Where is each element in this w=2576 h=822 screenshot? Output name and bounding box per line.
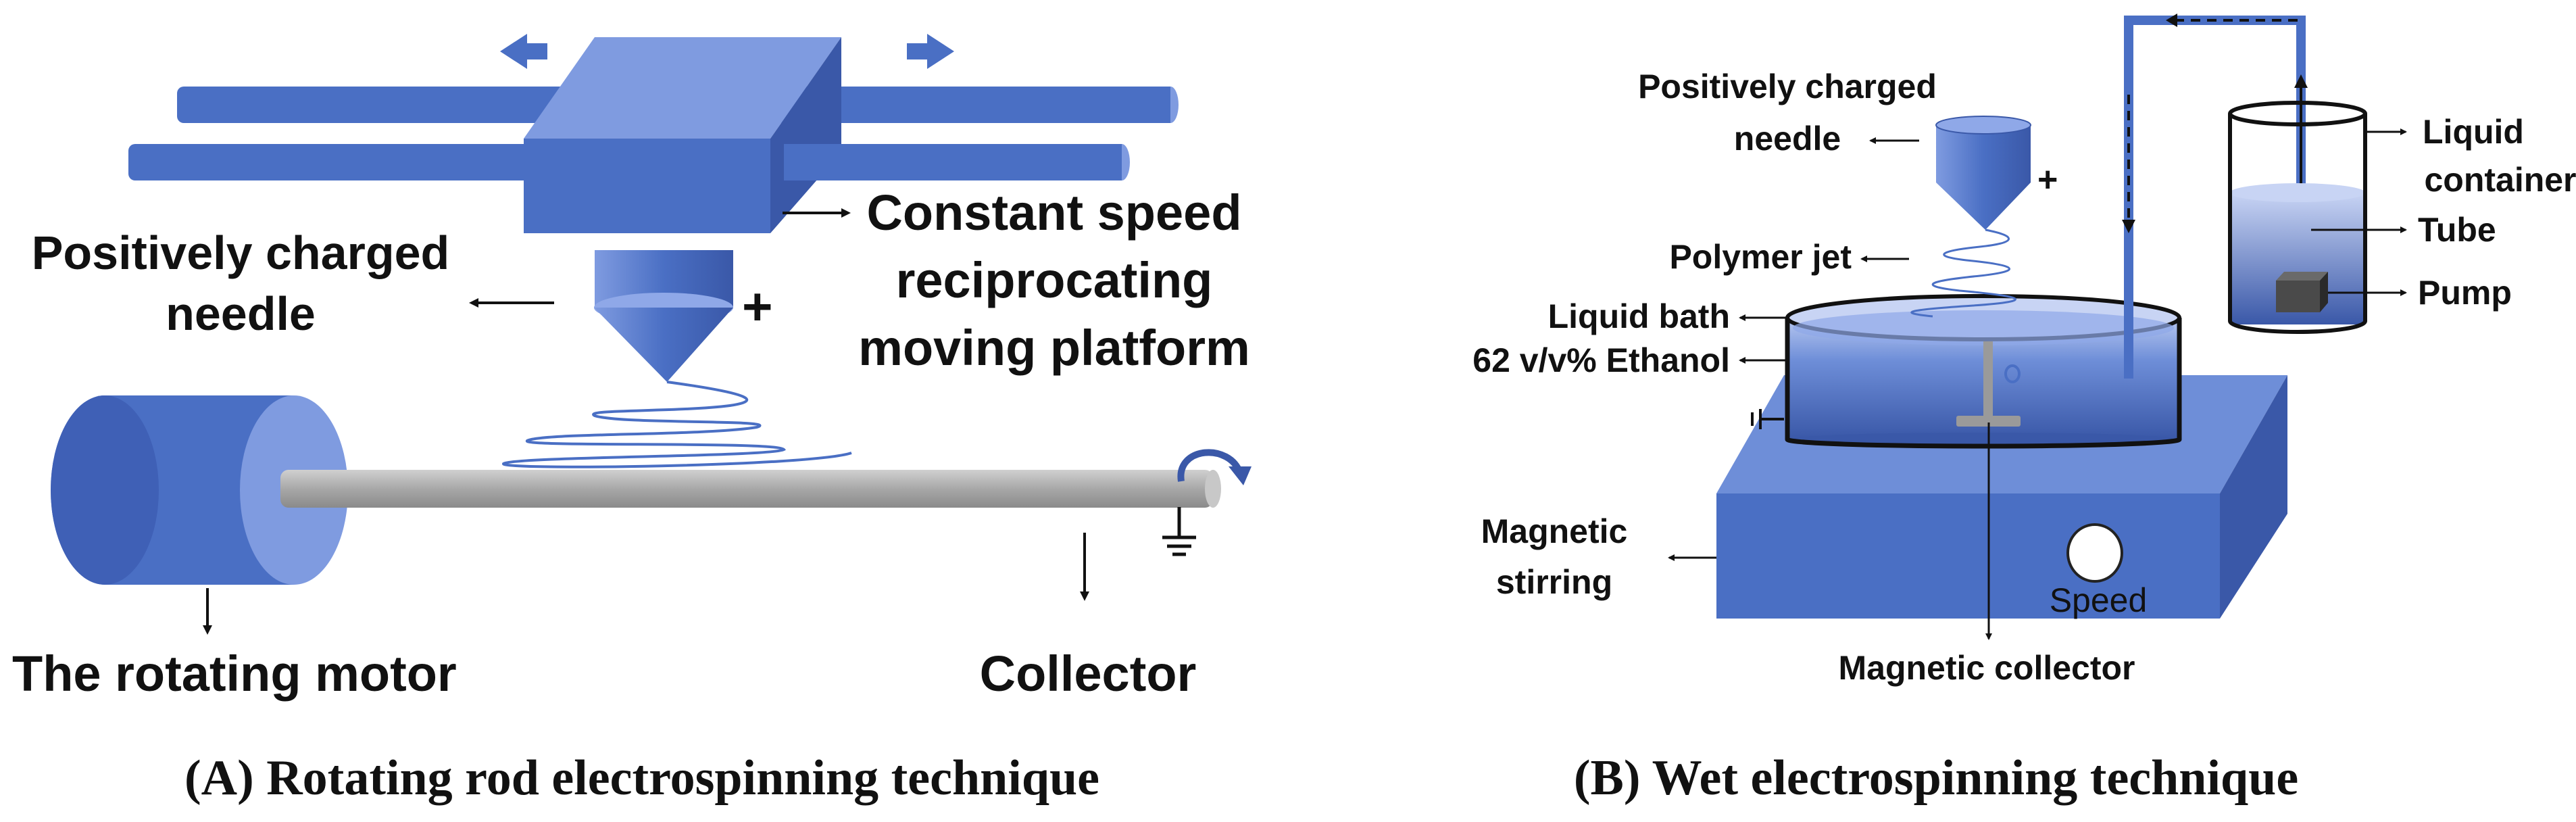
needle-b-plus-sign: +: [2037, 160, 2058, 199]
needle-label-line1: Positively charged: [32, 226, 450, 279]
polymer-jet-label: Polymer jet: [1669, 238, 1852, 276]
platform-label-line2: reciprocating: [896, 252, 1213, 308]
tube-left-arrowhead-icon: [2166, 14, 2177, 27]
pump-label: Pump: [2418, 274, 2512, 312]
panel-a-caption: (A) Rotating rod electrospinning techniq…: [184, 750, 1099, 806]
liquid-container-label-line2: container: [2424, 161, 2576, 199]
ground-b-icon: [1751, 409, 1784, 429]
polymer-jet-spiral: [501, 381, 852, 468]
right-move-arrow-icon: [907, 34, 954, 69]
speed-label: Speed: [2050, 581, 2148, 619]
magnetic-collector-bar: [1956, 341, 2021, 427]
panel-a: + Positively charged needle Constant spe…: [12, 34, 1252, 806]
tube-up-arrowhead-icon: [2294, 74, 2308, 88]
speed-dial: [2066, 523, 2123, 583]
liquid-container-label-line1: Liquid: [2423, 113, 2524, 151]
back-rail: [841, 87, 1170, 123]
needle-plus-sign: +: [742, 276, 773, 336]
needle-label-line2: needle: [166, 287, 316, 340]
rotation-arrow-icon: [1177, 449, 1243, 482]
magnetic-collector-label: Magnetic collector: [1839, 649, 2135, 687]
magnetic-stirring-label-line1: Magnetic: [1481, 512, 1628, 550]
front-rail: [784, 144, 1122, 180]
tube-down-arrowhead-icon: [2122, 220, 2135, 233]
rotating-motor: [51, 395, 348, 585]
needle-cone: [594, 250, 733, 382]
needle-b: [1935, 116, 2031, 230]
moving-platform-block: [524, 37, 841, 233]
ethanol-label: 62 v/v% Ethanol: [1472, 341, 1730, 379]
polymer-jet-b-spiral: [1910, 228, 2016, 318]
motor-label: The rotating motor: [12, 646, 457, 702]
liquid-bath-dish: [1785, 294, 2182, 449]
platform-label-line1: Constant speed: [866, 185, 1241, 241]
ground-icon: [1162, 507, 1196, 556]
needle-b-label-line1: Positively charged: [1638, 68, 1937, 105]
platform-label-line3: moving platform: [858, 320, 1250, 376]
collector-rod: [280, 470, 1221, 508]
panel-b: Speed: [1472, 14, 2576, 806]
liquid-container: [2228, 101, 2367, 334]
tube-label: Tube: [2418, 211, 2496, 249]
panel-b-caption: (B) Wet electrospinning technique: [1574, 750, 2298, 806]
liquid-bath-label: Liquid bath: [1548, 297, 1730, 335]
rotation-arrowhead-icon: [1229, 466, 1252, 485]
left-move-arrow-icon: [500, 34, 547, 69]
pump: [2276, 272, 2328, 312]
collector-label: Collector: [980, 646, 1197, 702]
needle-b-label-line2: needle: [1734, 120, 1841, 158]
magnetic-stirring-label-line2: stirring: [1496, 563, 1612, 601]
